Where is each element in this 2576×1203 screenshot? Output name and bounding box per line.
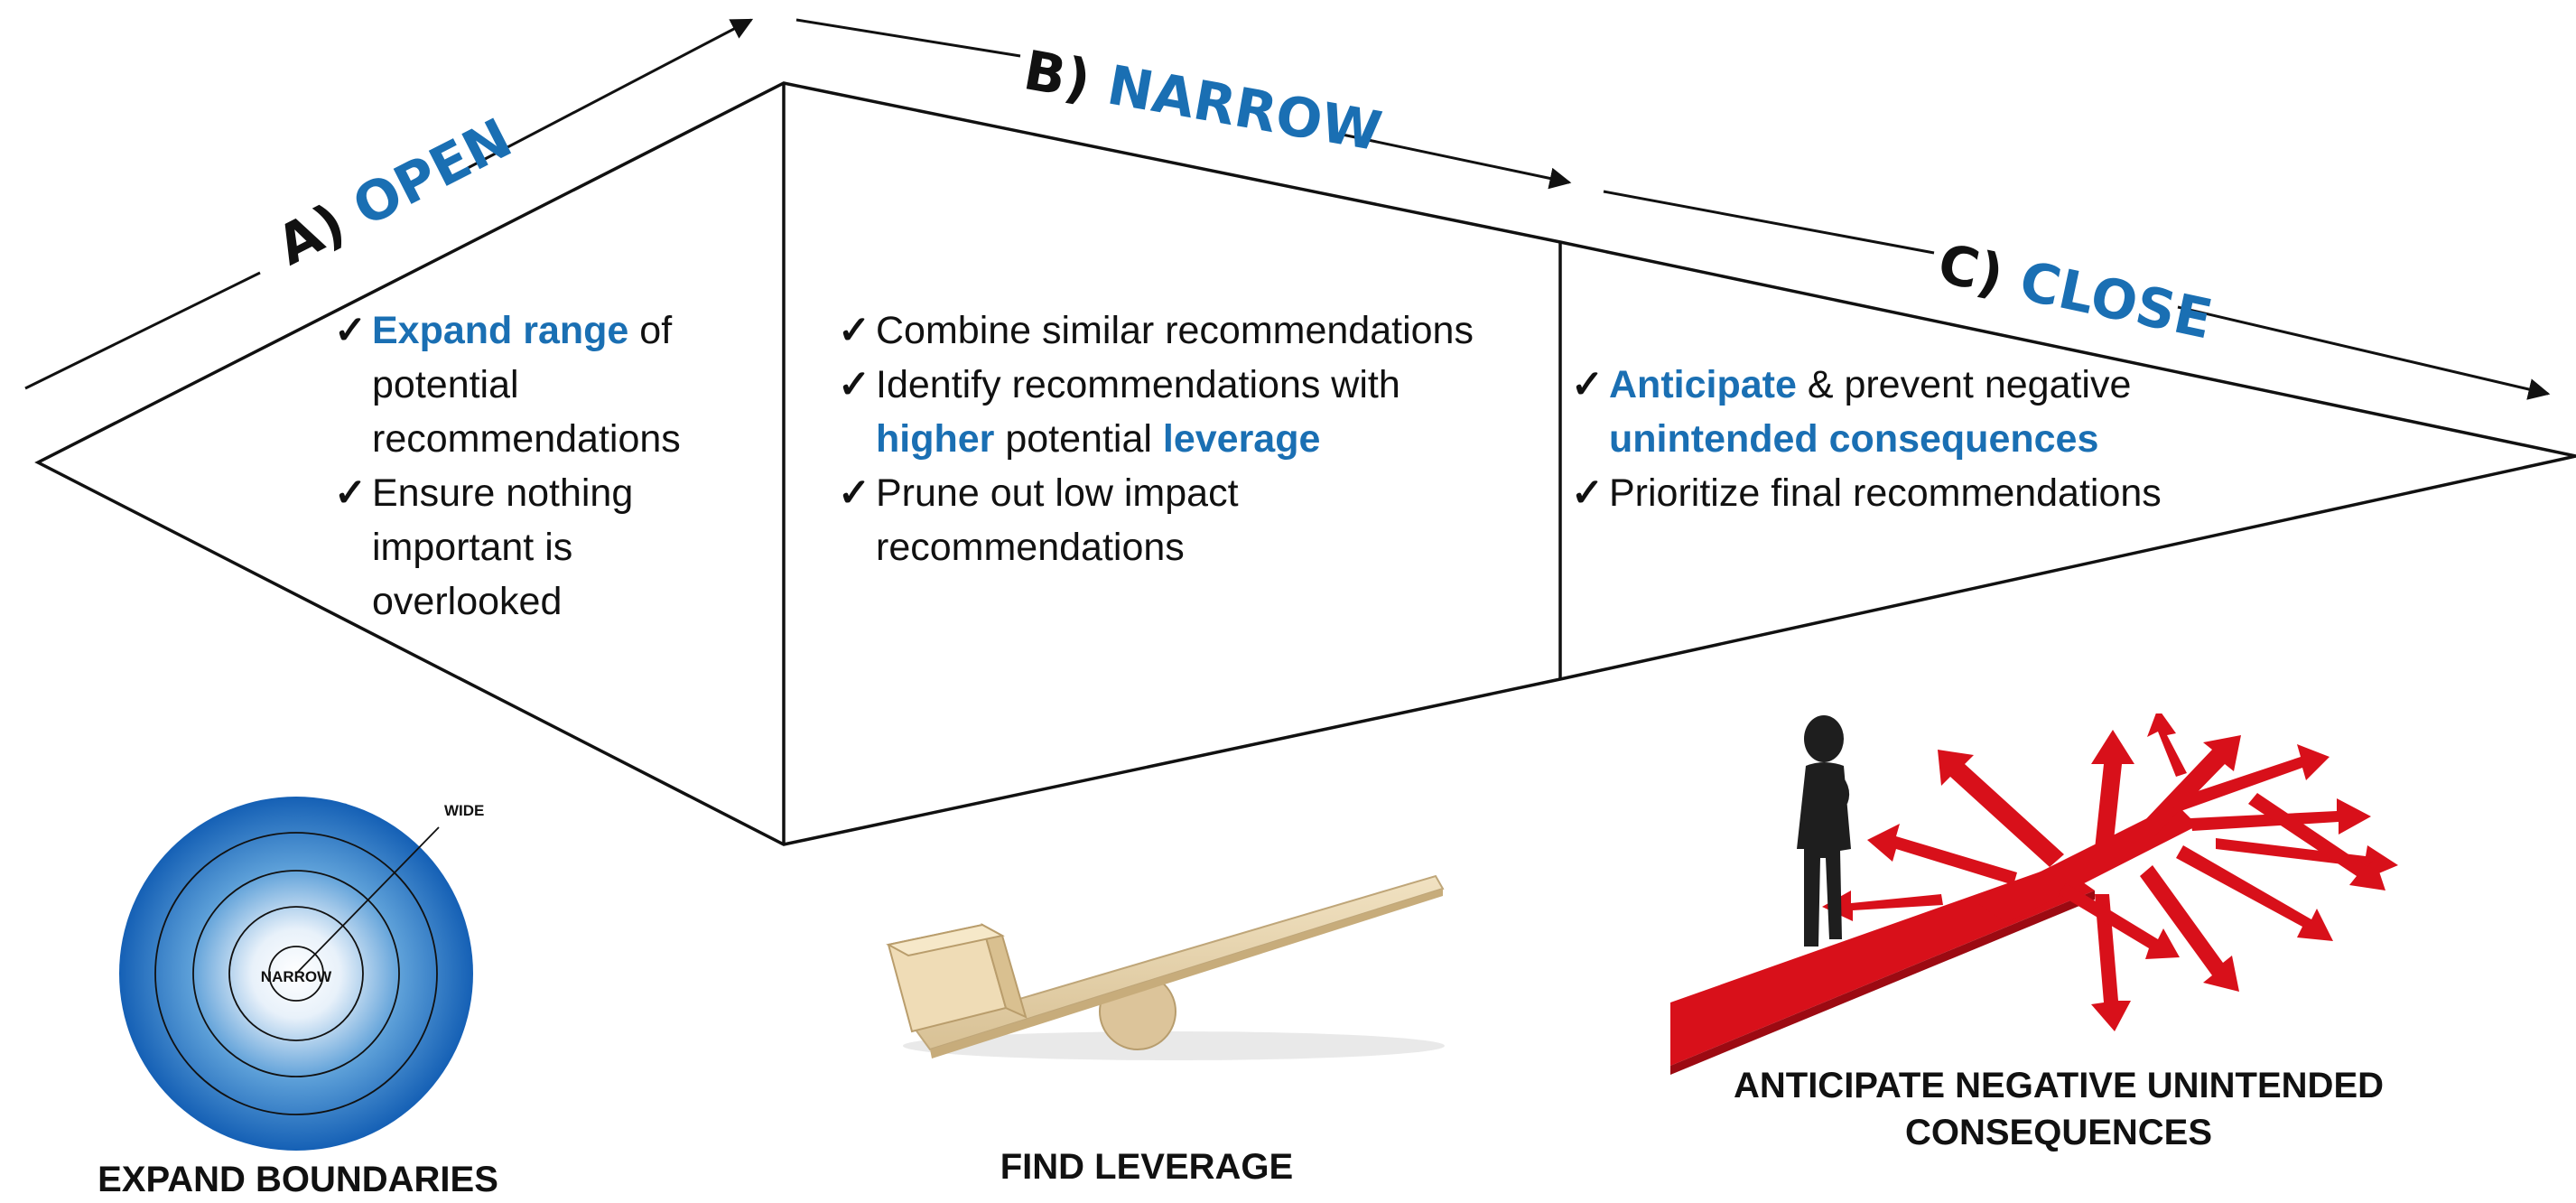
seesaw-illustration bbox=[876, 849, 1472, 1088]
bullet-item: ✓Combine similar recommendations bbox=[838, 303, 1488, 358]
open-arrow-tail bbox=[24, 271, 261, 390]
bullet-text: & prevent negative bbox=[1796, 363, 2132, 406]
highlight-text: Anticipate bbox=[1609, 363, 1797, 406]
caption-expand-boundaries: EXPAND BOUNDARIES bbox=[98, 1160, 498, 1199]
bullet-text: Combine similar recommendations bbox=[876, 309, 1474, 352]
bullet-text: Identify recommendations with bbox=[876, 363, 1400, 406]
bullet-text: potential bbox=[994, 417, 1163, 461]
checkmark-icon: ✓ bbox=[838, 309, 871, 352]
bullet-item: ✓Identify recommendations with higher po… bbox=[838, 358, 1488, 466]
caption-anticipate: ANTICIPATE NEGATIVE UNINTENDED CONSEQUEN… bbox=[1697, 1062, 2420, 1156]
caption-find-leverage: FIND LEVERAGE bbox=[1000, 1147, 1294, 1187]
narrow-bullet-list: ✓Combine similar recommendations✓Identif… bbox=[838, 303, 1488, 574]
caption-anticipate-line2: CONSEQUENCES bbox=[1904, 1113, 2213, 1152]
bullet-text: of potential recommendations bbox=[372, 309, 681, 461]
bullet-item: ✓Ensure nothing important is overlooked bbox=[334, 466, 758, 629]
bullet-text: Ensure nothing important is overlooked bbox=[372, 471, 634, 623]
checkmark-icon: ✓ bbox=[334, 309, 367, 352]
highlight-text: higher bbox=[876, 417, 995, 461]
close-arrow-tail bbox=[1603, 190, 1935, 255]
highlight-text: leverage bbox=[1162, 417, 1321, 461]
open-arrow bbox=[467, 18, 754, 170]
checkmark-icon: ✓ bbox=[1571, 363, 1604, 406]
phase-letter: B) bbox=[1018, 39, 1095, 113]
bullet-item: ✓Expand range of potential recommendatio… bbox=[334, 303, 758, 466]
narrow-arrow bbox=[1337, 132, 1572, 190]
highlight-text: unintended consequences bbox=[1609, 417, 2099, 461]
checkmark-icon: ✓ bbox=[334, 471, 367, 515]
phase-letter: C) bbox=[1932, 232, 2009, 308]
bullet-item: ✓Anticipate & prevent negative unintende… bbox=[1571, 358, 2311, 466]
highlight-text: Expand range bbox=[372, 309, 629, 352]
consequences-illustration bbox=[1670, 708, 2429, 1079]
close-arrow bbox=[2177, 305, 2551, 400]
bullet-item: ✓Prune out low impact recommendations bbox=[838, 466, 1488, 574]
target-illustration: NARROW bbox=[117, 793, 479, 1159]
target-wide-label: WIDE bbox=[444, 802, 485, 819]
bullet-text: Prune out low impact recommendations bbox=[876, 471, 1239, 569]
open-bullet-list: ✓Expand range of potential recommendatio… bbox=[334, 303, 758, 629]
target-narrow-label: NARROW bbox=[261, 968, 332, 985]
checkmark-icon: ✓ bbox=[838, 471, 871, 515]
caption-anticipate-line1: ANTICIPATE NEGATIVE UNINTENDED bbox=[1733, 1066, 2385, 1105]
close-bullet-list: ✓Anticipate & prevent negative unintende… bbox=[1571, 358, 2311, 520]
checkmark-icon: ✓ bbox=[1571, 471, 1604, 515]
bullet-item: ✓Prioritize final recommendations bbox=[1571, 466, 2311, 520]
bullet-text: Prioritize final recommendations bbox=[1609, 471, 2162, 515]
narrow-arrow-tail bbox=[795, 18, 1021, 58]
checkmark-icon: ✓ bbox=[838, 363, 871, 406]
